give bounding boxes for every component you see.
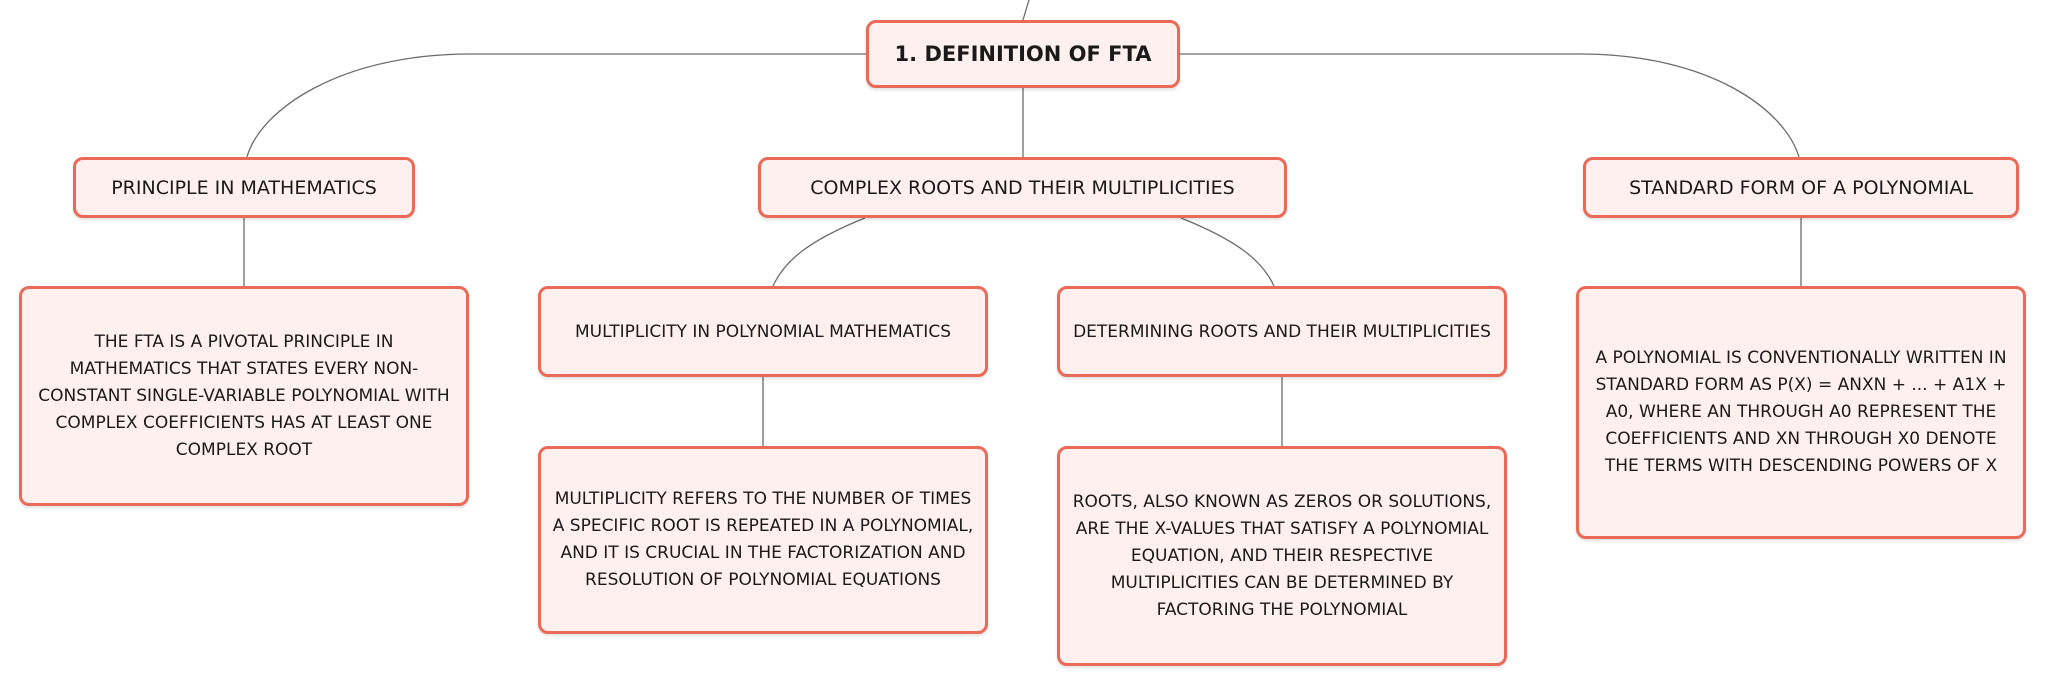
connector-complex-to-multiplicity xyxy=(772,217,866,287)
root-node-definition-of-fta[interactable]: 1. DEFINITION OF FTA xyxy=(866,20,1180,88)
node-label: STANDARD FORM OF A POLYNOMIAL xyxy=(1629,176,1973,199)
node-principle-in-mathematics[interactable]: PRINCIPLE IN MATHEMATICS xyxy=(73,157,415,218)
node-label: MULTIPLICITY REFERS TO THE NUMBER OF TIM… xyxy=(552,489,974,590)
node-standard-form-description[interactable]: A POLYNOMIAL IS CONVENTIONALLY WRITTEN I… xyxy=(1576,286,2026,539)
node-label: A POLYNOMIAL IS CONVENTIONALLY WRITTEN I… xyxy=(1595,348,2007,476)
node-multiplicity-description[interactable]: MULTIPLICITY REFERS TO THE NUMBER OF TIM… xyxy=(538,446,988,634)
node-label: COMPLEX ROOTS AND THEIR MULTIPLICITIES xyxy=(810,176,1235,199)
node-label: THE FTA IS A PIVOTAL PRINCIPLE IN MATHEM… xyxy=(38,331,450,460)
node-complex-roots[interactable]: COMPLEX ROOTS AND THEIR MULTIPLICITIES xyxy=(758,157,1287,218)
connector-parent-to-root xyxy=(1022,0,1030,21)
node-label: ROOTS, ALSO KNOWN AS ZEROS OR SOLUTIONS,… xyxy=(1072,491,1492,620)
node-label: DETERMINING ROOTS AND THEIR MULTIPLICITI… xyxy=(1073,321,1491,342)
connector-complex-to-determining xyxy=(1180,217,1275,287)
connector-root-to-standard xyxy=(1180,53,1800,158)
node-multiplicity-in-polynomial-mathematics[interactable]: MULTIPLICITY IN POLYNOMIAL MATHEMATICS xyxy=(538,286,988,377)
node-label: MULTIPLICITY IN POLYNOMIAL MATHEMATICS xyxy=(574,321,951,342)
node-standard-form[interactable]: STANDARD FORM OF A POLYNOMIAL xyxy=(1583,157,2019,218)
node-fta-principle-description[interactable]: THE FTA IS A PIVOTAL PRINCIPLE IN MATHEM… xyxy=(19,286,469,506)
node-label: PRINCIPLE IN MATHEMATICS xyxy=(111,176,377,199)
node-roots-description[interactable]: ROOTS, ALSO KNOWN AS ZEROS OR SOLUTIONS,… xyxy=(1057,446,1507,666)
root-node-label: 1. DEFINITION OF FTA xyxy=(894,42,1152,66)
node-determining-roots[interactable]: DETERMINING ROOTS AND THEIR MULTIPLICITI… xyxy=(1057,286,1507,377)
connector-root-to-principle xyxy=(246,53,866,158)
